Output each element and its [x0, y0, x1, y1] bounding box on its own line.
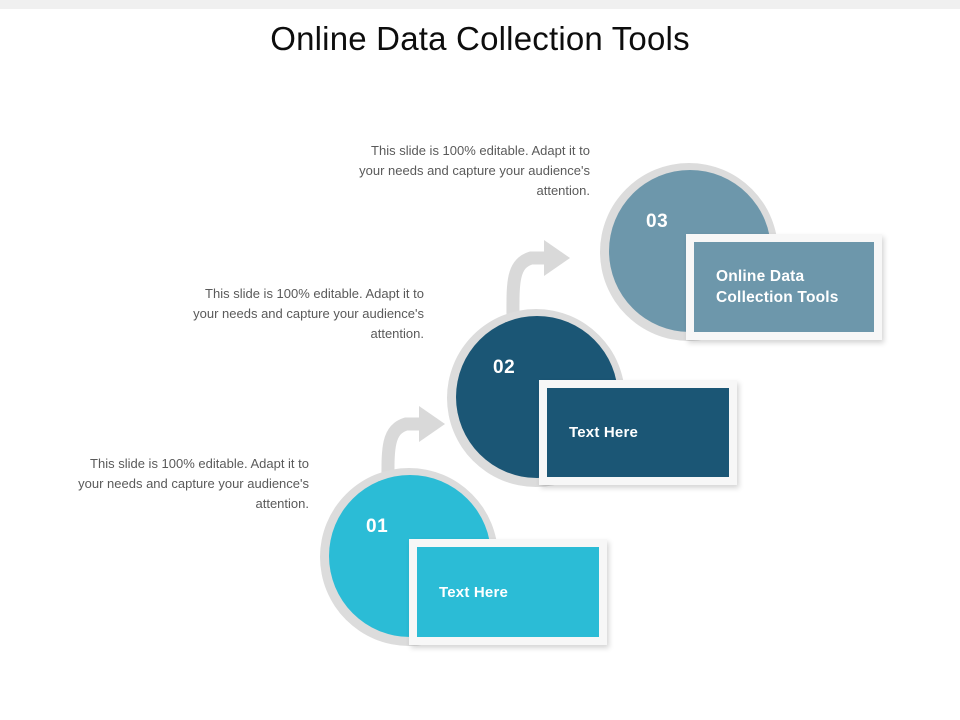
step-01-card[interactable]: Text Here [409, 539, 607, 645]
page-title: Online Data Collection Tools [270, 20, 690, 57]
step-02-card[interactable]: Text Here [539, 380, 737, 485]
step-01-description: This slide is 100% editable. Adapt it to… [78, 456, 309, 511]
step-03-number: 03 [646, 211, 669, 232]
step-02-card-label: Text Here [569, 424, 639, 441]
step-01-number: 01 [366, 516, 389, 537]
step-03-card[interactable]: Online Data Collection Tools [686, 234, 882, 340]
step-02-number: 02 [493, 357, 516, 378]
step-02-description: This slide is 100% editable. Adapt it to… [193, 286, 424, 341]
step-03-description: This slide is 100% editable. Adapt it to… [359, 143, 590, 198]
step-02-card-panel: Text Here [547, 388, 729, 477]
step-01-card-panel: Text Here [417, 547, 599, 637]
step-01-card-label: Text Here [439, 583, 509, 601]
step-03-card-panel: Online Data Collection Tools [694, 242, 874, 332]
top-edge-strip [0, 0, 960, 9]
step-03-card-label: Online Data Collection Tools [716, 268, 839, 306]
